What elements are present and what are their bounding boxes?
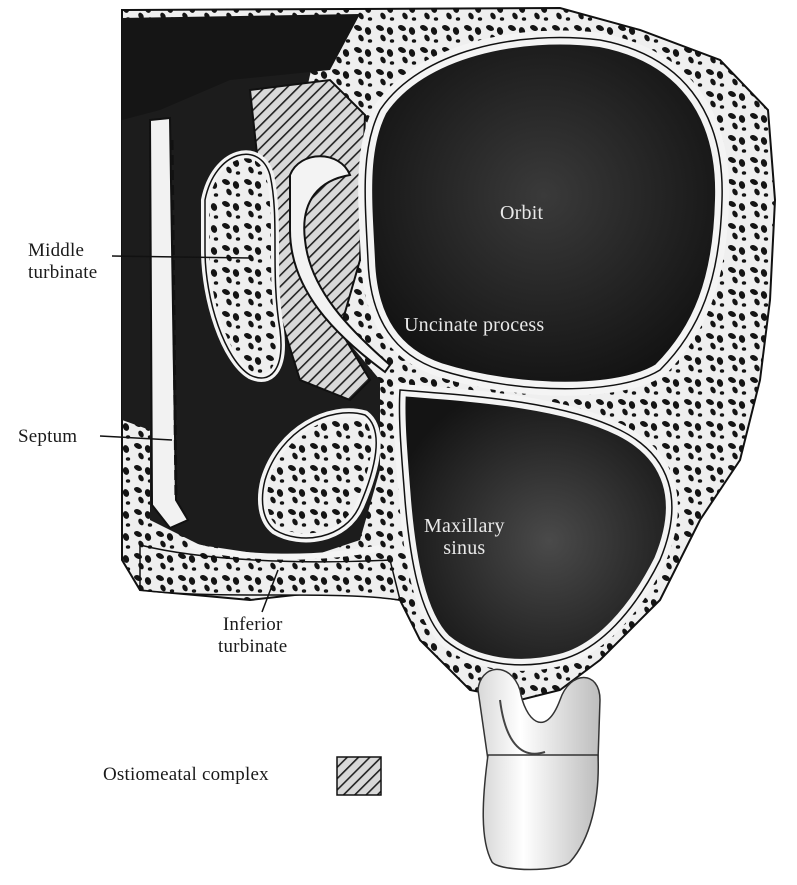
- label-orbit: Orbit: [500, 202, 543, 224]
- orbit: [365, 38, 722, 389]
- legend-hatch-swatch: [336, 756, 382, 796]
- label-uncinate-process: Uncinate process: [404, 314, 544, 336]
- label-inferior-turbinate: Inferior turbinate: [218, 614, 287, 658]
- label-maxillary-sinus: Maxillary sinus: [424, 515, 505, 559]
- tooth-crown: [483, 755, 598, 870]
- legend-label: Ostiomeatal complex: [103, 764, 269, 786]
- label-septum: Septum: [18, 426, 77, 448]
- label-middle-turbinate: Middle turbinate: [28, 240, 97, 284]
